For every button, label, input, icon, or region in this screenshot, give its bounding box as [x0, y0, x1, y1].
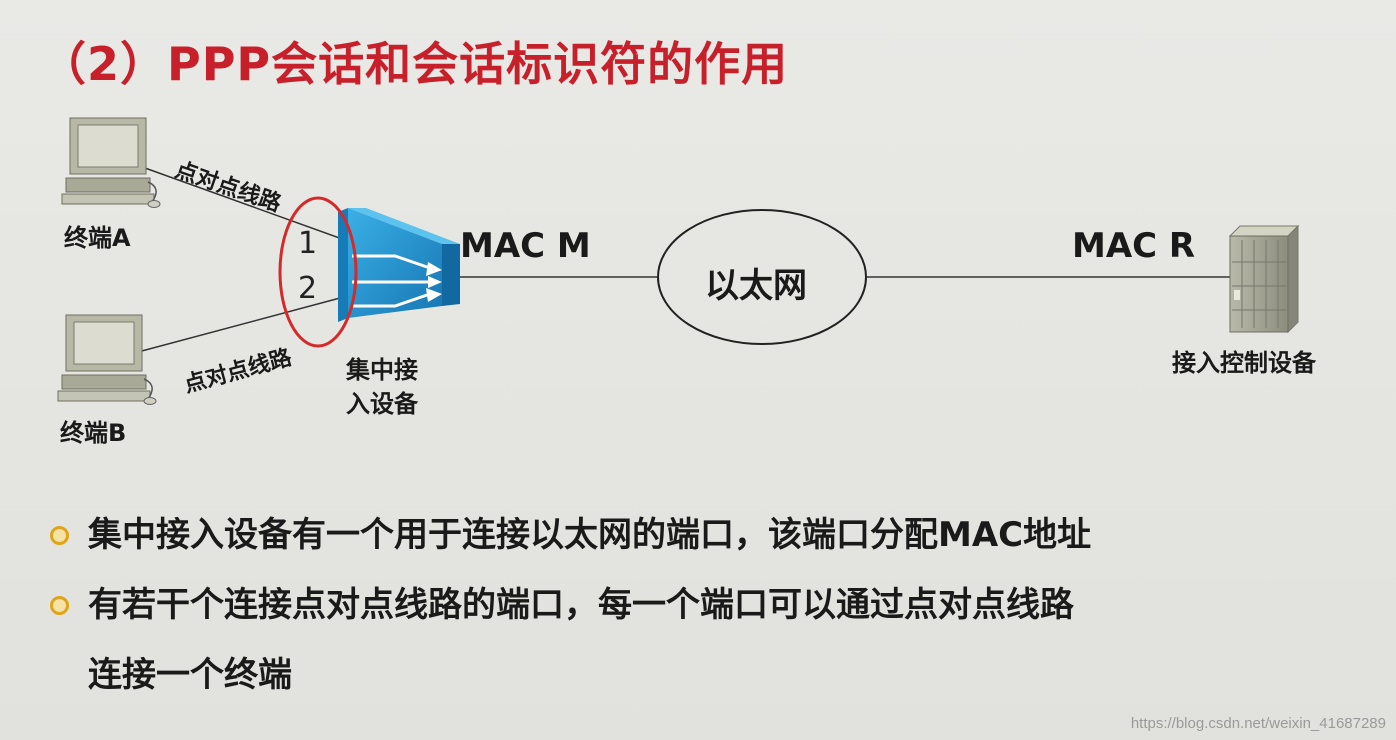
bullet-icon [50, 596, 69, 615]
slide-title: （2）PPP会话和会话标识符的作用 [40, 37, 789, 91]
port-1-label: 1 [298, 226, 318, 261]
access-device-label-line1: 集中接 [346, 356, 418, 384]
bullet-icon [50, 526, 69, 545]
terminal-a-label: 终端A [64, 224, 131, 252]
server-icon [1228, 224, 1300, 334]
access-controller-label: 接入控制设备 [1172, 349, 1316, 377]
ethernet-ellipse [657, 209, 867, 345]
ptp-line-a [144, 167, 346, 241]
bullet-text: 有若干个连接点对点线路的端口，每一个端口可以通过点对点线路 [88, 585, 1074, 625]
bullet-item: 有若干个连接点对点线路的端口，每一个端口可以通过点对点线路 [46, 575, 1091, 645]
bullet-text: 集中接入设备有一个用于连接以太网的端口，该端口分配MAC地址 [88, 515, 1092, 555]
bullet-item: 集中接入设备有一个用于连接以太网的端口，该端口分配MAC地址 [46, 505, 1091, 575]
bullet-continuation: 连接一个终端 [46, 645, 1091, 715]
computer-icon [57, 314, 157, 405]
bullet-text: 连接一个终端 [88, 655, 292, 695]
switch-icon [338, 208, 460, 322]
ethernet-label: 以太网 [705, 266, 807, 306]
port-2-label: 2 [298, 271, 318, 306]
mac-r-label: MAC R [1072, 226, 1196, 266]
access-device-label-line2: 入设备 [346, 390, 418, 418]
terminal-b-label: 终端B [60, 419, 127, 447]
bullet-list: 集中接入设备有一个用于连接以太网的端口，该端口分配MAC地址 有若干个连接点对点… [46, 505, 1091, 715]
mac-m-label: MAC M [460, 226, 591, 266]
ptp-line-b [137, 297, 341, 353]
computer-icon [61, 117, 161, 208]
watermark-url: https://blog.csdn.net/weixin_41687289 [1130, 715, 1386, 732]
network-diagram [57, 117, 1300, 405]
port-highlight-ellipse [278, 196, 358, 348]
